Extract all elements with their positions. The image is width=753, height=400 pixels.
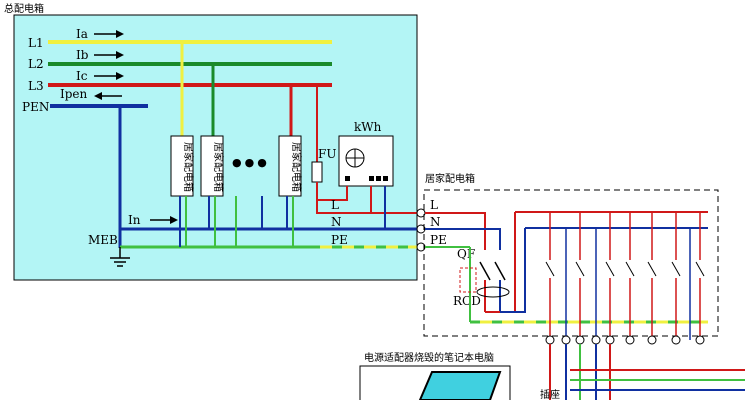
more-boxes-ellipsis: ●●●	[232, 156, 270, 169]
main-panel-title: 总配电箱	[4, 2, 44, 15]
ipen-arrow	[94, 92, 102, 100]
fu-label: FU	[318, 147, 336, 161]
socket-label: 插座	[540, 388, 560, 400]
in-arrow	[170, 216, 178, 224]
ic-arrow	[116, 72, 124, 80]
rcd-ring	[476, 286, 510, 298]
home-panel-title: 居家配电箱	[425, 172, 475, 185]
home-l-label: L	[430, 198, 438, 212]
laptop-screen	[418, 371, 502, 400]
outlet-terminals	[545, 335, 705, 345]
meter-box-1	[170, 135, 194, 197]
kwh-label: kWh	[354, 120, 382, 134]
meter-box-2	[200, 135, 224, 197]
home-pe-label: PE	[430, 233, 447, 247]
l2-label: L2	[28, 57, 44, 71]
ib-label: Ib	[76, 48, 89, 62]
laptop-caption: 电源适配器烧毁的笔记本电脑	[364, 351, 494, 364]
qf-switch	[479, 261, 491, 281]
home-n-label: N	[430, 215, 441, 229]
ia-label: Ia	[76, 27, 88, 41]
ipen-label: Ipen	[60, 87, 88, 101]
pen-label: PEN	[22, 100, 49, 114]
ic-label: Ic	[76, 69, 88, 83]
fuse-symbol	[311, 161, 323, 183]
ia-arrow	[116, 30, 124, 38]
qf-label: QF	[457, 247, 475, 261]
meter-box-3	[278, 135, 302, 197]
n-label: N	[331, 215, 342, 229]
l3-label: L3	[28, 79, 44, 93]
meb-label: MEB	[88, 233, 118, 247]
rcd-label: RCD	[453, 294, 481, 308]
l-label: L	[331, 198, 339, 212]
pe-label: PE	[331, 233, 348, 247]
meter-box-2-label: 居家配电箱	[212, 142, 225, 192]
l1-label: L1	[28, 36, 44, 50]
meter-box-3-label: 居家配电箱	[290, 142, 303, 192]
in-label: In	[128, 213, 141, 227]
branch-breakers	[545, 212, 705, 340]
meter-box-1-label: 居家配电箱	[182, 142, 195, 192]
ib-arrow	[116, 51, 124, 59]
